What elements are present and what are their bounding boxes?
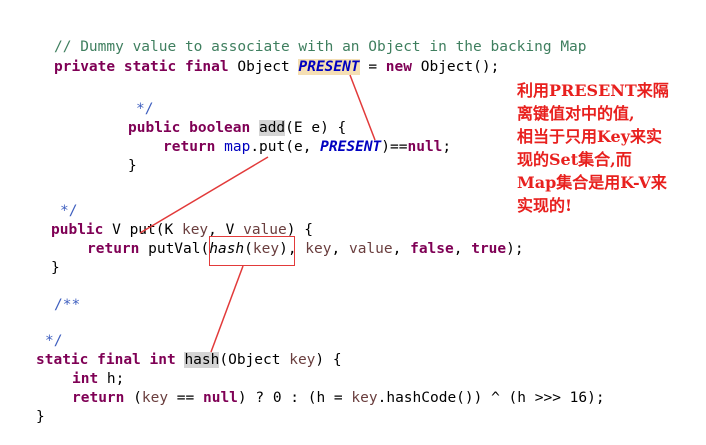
param-value: value bbox=[243, 222, 287, 238]
sep: , bbox=[453, 241, 472, 257]
keyword-private: private bbox=[54, 59, 116, 75]
sep: , bbox=[287, 241, 306, 257]
keyword-null: null bbox=[407, 139, 443, 155]
arrow-hash-call-to-hash bbox=[210, 265, 244, 353]
hash-arg-key: key bbox=[252, 241, 280, 257]
semicolon: ; bbox=[442, 139, 452, 155]
hash-call-name: hash bbox=[209, 241, 245, 257]
hr-p3: .hashCode()) ^ (h >>> 16); bbox=[377, 390, 605, 406]
param-key: key bbox=[289, 352, 316, 368]
param-key: key bbox=[181, 222, 209, 238]
var-key: key bbox=[141, 390, 169, 406]
hash-close-paren: ) bbox=[279, 241, 288, 257]
putval-call: putVal( bbox=[139, 241, 210, 257]
putval-return-statement: return putVal(hash(key), key, value, fal… bbox=[87, 240, 524, 258]
add-params: (E e) { bbox=[285, 120, 347, 136]
type-object: Object bbox=[237, 59, 290, 75]
assign-op: = bbox=[359, 59, 386, 75]
annotation-line-5: Map集合是用K-V来 bbox=[517, 173, 667, 192]
javadoc-end-add: */ bbox=[136, 101, 154, 117]
hash-params: (Object bbox=[219, 352, 290, 368]
keyword-static: static bbox=[36, 352, 89, 368]
local-h: h; bbox=[98, 371, 125, 387]
putval-end: ); bbox=[506, 241, 524, 257]
annotation-line-1: 利用PRESENT来隔 bbox=[517, 81, 669, 100]
keyword-public: public bbox=[51, 222, 104, 238]
keyword-return: return bbox=[72, 390, 125, 406]
keyword-new: new bbox=[385, 59, 412, 75]
keyword-final: final bbox=[184, 59, 229, 75]
present-declaration: private static final Object PRESENT = ne… bbox=[54, 58, 499, 76]
field-present: PRESENT bbox=[298, 59, 360, 75]
sep: , bbox=[331, 241, 349, 257]
keyword-null: null bbox=[202, 390, 238, 406]
annotation-line-2: 离键值对中的值, bbox=[517, 104, 635, 123]
method-name-add: add bbox=[258, 120, 286, 136]
javadoc-start-hash: /** bbox=[54, 297, 81, 313]
arrow-present-to-add bbox=[349, 74, 376, 141]
hr-p1: ( bbox=[124, 390, 142, 406]
keyword-true: true bbox=[471, 241, 507, 257]
keyword-return: return bbox=[163, 139, 216, 155]
arg-value: value bbox=[348, 241, 393, 257]
annotation-line-3: 相当于只用Key来实 bbox=[517, 127, 663, 146]
hr-p2: ) ? 0 : (h = bbox=[237, 390, 352, 406]
annotation-line-4: 现的Set集合,而 bbox=[517, 150, 632, 169]
method-name-hash: hash bbox=[184, 352, 220, 368]
hash-return-statement: return (key == null) ? 0 : (h = key.hash… bbox=[72, 389, 605, 407]
hash-open: ) { bbox=[315, 352, 342, 368]
put-sig: V put(K bbox=[103, 222, 182, 238]
annotation-line-6: 实现的! bbox=[517, 196, 573, 215]
put-call: .put(e, bbox=[250, 139, 321, 155]
add-close-brace: } bbox=[128, 158, 137, 174]
keyword-int: int bbox=[149, 352, 176, 368]
hash-close-brace: } bbox=[36, 409, 45, 425]
hash-open-paren: ( bbox=[244, 241, 253, 257]
keyword-static: static bbox=[123, 59, 177, 75]
put-method-signature: public V put(K key, V value) { bbox=[51, 221, 313, 239]
field-present-ref: PRESENT bbox=[320, 139, 382, 155]
javadoc-end-hash: */ bbox=[45, 333, 63, 349]
javadoc-end-put: */ bbox=[60, 203, 78, 219]
add-method-signature: public boolean add(E e) { bbox=[128, 119, 346, 137]
arrow-add-to-put bbox=[139, 156, 269, 234]
keyword-false: false bbox=[410, 241, 454, 257]
add-return-statement: return map.put(e, PRESENT)==null; bbox=[163, 138, 451, 156]
var-key: key bbox=[351, 390, 378, 406]
keyword-public: public bbox=[128, 120, 181, 136]
keyword-boolean: boolean bbox=[189, 120, 251, 136]
hr-eq: == bbox=[168, 390, 203, 406]
object-constructor: Object(); bbox=[412, 59, 500, 75]
comment-dummy-value: // Dummy value to associate with an Obje… bbox=[54, 39, 587, 55]
annotation-note: 利用PRESENT来隔 离键值对中的值, 相当于只用Key来实 现的Set集合,… bbox=[517, 79, 702, 217]
hash-local-decl: int h; bbox=[72, 370, 124, 388]
keyword-final: final bbox=[97, 352, 141, 368]
add-compare: )== bbox=[381, 139, 408, 155]
arg-key: key bbox=[305, 241, 332, 257]
field-map: map bbox=[224, 139, 251, 155]
keyword-int: int bbox=[72, 371, 99, 387]
put-comma: , V bbox=[208, 222, 244, 238]
highlight-box-hash-call bbox=[209, 236, 295, 266]
put-close-brace: } bbox=[51, 260, 60, 276]
keyword-return: return bbox=[87, 241, 140, 257]
put-open: ) { bbox=[286, 222, 313, 238]
sep: , bbox=[392, 241, 411, 257]
hash-method-signature: static final int hash(Object key) { bbox=[36, 351, 342, 369]
